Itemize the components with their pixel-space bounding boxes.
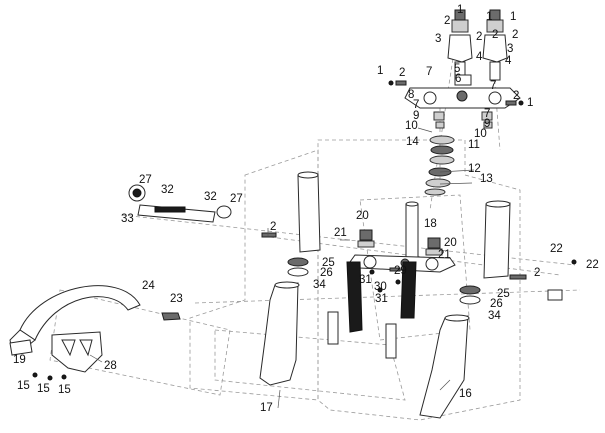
callout-c10a: 10: [405, 120, 418, 132]
callout-c1c: 1: [486, 11, 492, 23]
callout-c2b: 2: [476, 31, 482, 43]
callout-c23: 23: [170, 293, 183, 305]
clamp-nuts: [433, 111, 493, 129]
callout-leaders: [89, 127, 475, 409]
callout-c2f: 2: [513, 90, 519, 102]
callout-c3a: 3: [435, 33, 441, 45]
callout-c17: 17: [260, 402, 273, 414]
callout-c7a: 7: [426, 66, 432, 78]
callout-c31b: 31: [375, 293, 388, 305]
callout-c20b: 20: [444, 237, 457, 249]
callout-c20a: 20: [356, 210, 369, 222]
steering-bearing-stack: [424, 135, 455, 196]
fork-slider-right: [419, 314, 470, 419]
callout-c15c: 15: [58, 384, 71, 396]
fender-stay: [51, 331, 103, 373]
axle-bolts: [261, 232, 577, 301]
callout-c5: 5: [454, 63, 460, 75]
handlebar-clamp-right: [482, 9, 508, 81]
callout-c11: 11: [468, 139, 480, 151]
callout-c27a: 27: [139, 174, 152, 186]
callout-c1d: 1: [377, 65, 383, 77]
callout-c30: 30: [374, 281, 387, 293]
fork-crossbar: [128, 184, 232, 223]
callout-c31a: 31: [359, 274, 372, 286]
callout-c14: 14: [406, 136, 419, 148]
callout-c25a: 25: [322, 257, 335, 269]
callout-c33: 33: [121, 213, 134, 225]
fork-tube-left: [297, 171, 321, 253]
callout-c1b: 1: [510, 11, 516, 23]
callout-c32b: 32: [204, 191, 217, 203]
fork-spring-left: [346, 261, 363, 333]
callout-c34b: 34: [488, 310, 501, 322]
callout-c2e: 2: [399, 67, 405, 79]
fender-bracket-clip: [161, 312, 181, 321]
fork-spring-right: [400, 261, 417, 319]
callout-c15b: 15: [37, 383, 50, 395]
callout-c6: 6: [455, 73, 461, 85]
callout-c34a: 34: [313, 279, 326, 291]
fender-lower-stay: [9, 339, 33, 356]
callout-c29: 29: [394, 265, 407, 277]
callout-c27b: 27: [230, 193, 243, 205]
callout-c21a: 21: [334, 227, 347, 239]
callout-c12: 12: [468, 163, 481, 175]
callout-c2g: 2: [270, 221, 276, 233]
callout-c4b: 4: [505, 55, 512, 67]
callout-c19: 19: [13, 354, 26, 366]
callout-c10b: 10: [474, 128, 487, 140]
callout-c2c: 2: [512, 29, 518, 41]
fender-bolts: [32, 372, 67, 381]
callout-c7b: 7: [490, 80, 496, 92]
callout-c9b: 9: [484, 118, 490, 130]
callout-c28: 28: [104, 360, 117, 372]
handlebar-clamp-left: [447, 9, 473, 81]
callout-c3b: 3: [507, 43, 513, 55]
small-fasteners: [369, 267, 401, 293]
top-clamp-bolts: [388, 80, 524, 106]
callout-c16: 16: [459, 388, 472, 400]
fork-slider-left: [259, 281, 300, 386]
callout-c8: 8: [408, 89, 414, 101]
callout-c15a: 15: [17, 380, 30, 392]
callout-c13: 13: [480, 173, 493, 185]
steering-stem: [405, 201, 419, 260]
callout-c1a: 1: [457, 4, 463, 16]
callout-c26b: 26: [490, 298, 503, 310]
callout-c22b: 22: [586, 259, 599, 271]
callout-c21b: 21: [438, 249, 451, 261]
callout-c26a: 26: [320, 267, 333, 279]
callout-c7d: 7: [484, 108, 490, 120]
fork-tube-right: [483, 200, 511, 279]
callout-c22a: 22: [550, 243, 563, 255]
callout-c2h: 2: [534, 267, 540, 279]
callout-c2d: 2: [492, 29, 498, 41]
callout-c32a: 32: [161, 184, 174, 196]
upper-triple-clamp: [404, 74, 521, 109]
callout-c7c: 7: [413, 99, 419, 111]
callout-c9a: 9: [413, 110, 419, 122]
callout-c24: 24: [142, 280, 155, 292]
callout-c1e: 1: [527, 97, 533, 109]
callout-c2a: 2: [444, 15, 450, 27]
fork-seals: [287, 257, 481, 305]
callout-c4a: 4: [476, 51, 483, 63]
damper-rods: [327, 311, 397, 359]
callout-c25b: 25: [497, 288, 510, 300]
callout-c18: 18: [424, 218, 437, 230]
fork-caps: [357, 229, 443, 256]
